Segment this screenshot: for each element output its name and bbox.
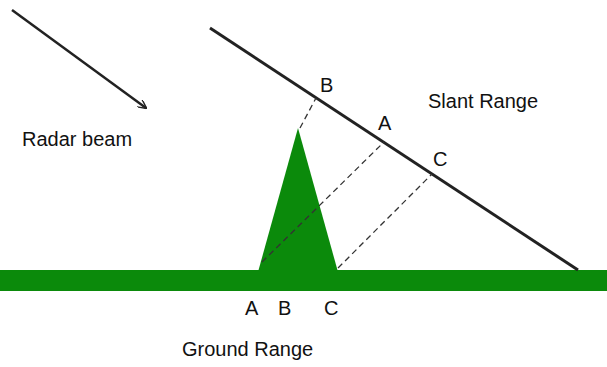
ground-band: [0, 270, 607, 291]
beam-label: Radar beam: [22, 128, 132, 150]
slant-range-line: [210, 28, 578, 270]
slant-point: C: [433, 148, 447, 170]
projection-line: [300, 98, 316, 128]
projection-line: [338, 174, 432, 268]
axis-label: Ground Range: [182, 338, 313, 360]
slant-point: B: [320, 74, 333, 96]
beam-arrow: [12, 10, 146, 108]
slant-point: A: [378, 112, 391, 134]
ground-point: C: [324, 297, 338, 319]
axis-label: Slant Range: [428, 90, 538, 112]
projection-line: [262, 142, 384, 262]
ground-point: A: [245, 297, 258, 319]
projection-lines: [262, 98, 432, 268]
ground-point: B: [278, 297, 291, 319]
mountain: [258, 128, 338, 272]
